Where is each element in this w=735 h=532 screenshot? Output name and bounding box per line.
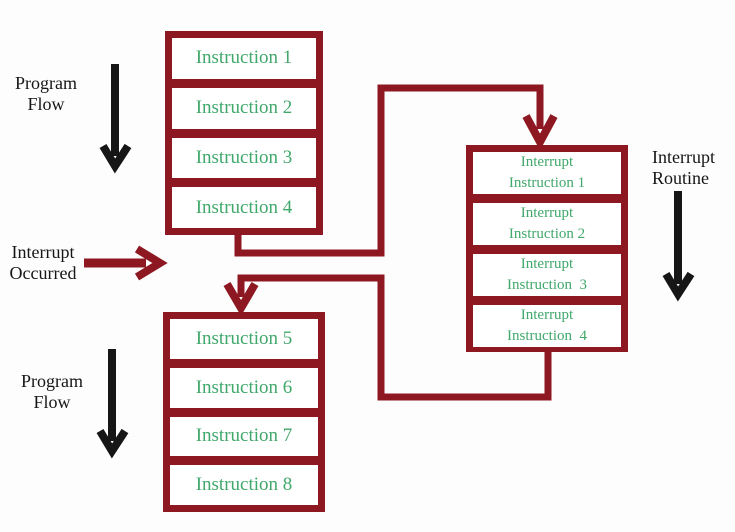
- program-flow-bottom-label: Program Flow: [21, 371, 83, 413]
- interrupt-instruction-cell: Interrupt Instruction 1: [473, 152, 621, 194]
- instruction-cell: Instruction 8: [170, 465, 318, 505]
- interrupt-instruction-cell: Interrupt Instruction 4: [473, 305, 621, 347]
- interrupt-instruction-block: Interrupt Instruction 1 Interrupt Instru…: [466, 145, 628, 352]
- program-flow-bottom-arrow-icon: [96, 349, 129, 459]
- instruction-cell: Instruction 7: [170, 416, 318, 457]
- interrupt-routine-arrow-icon: [662, 191, 695, 302]
- instruction-cell: Instruction 1: [172, 38, 316, 79]
- interrupt-occurred-label: Interrupt Occurred: [9, 242, 77, 284]
- main-instruction-block-top: Instruction 1 Instruction 2 Instruction …: [165, 31, 323, 235]
- instruction-cell: Instruction 2: [172, 87, 316, 129]
- down-arrowhead-icon: [662, 271, 695, 302]
- down-arrowhead-icon: [223, 281, 259, 316]
- program-flow-top-arrow-icon: [99, 64, 132, 174]
- instruction-cell: Instruction 6: [170, 367, 318, 408]
- program-flow-top-label: Program Flow: [15, 73, 77, 115]
- instruction-cell: Instruction 4: [172, 187, 316, 228]
- instruction-cell: Instruction 3: [172, 137, 316, 179]
- main-instruction-block-bottom: Instruction 5 Instruction 6 Instruction …: [163, 312, 325, 512]
- interrupt-instruction-cell: Interrupt Instruction 2: [473, 203, 621, 245]
- down-arrowhead-icon: [522, 114, 558, 151]
- interrupt-occurred-arrow-icon: [84, 245, 168, 281]
- interrupt-routine-label: Interrupt Routine: [652, 147, 715, 189]
- interrupt-instruction-cell: Interrupt Instruction 3: [473, 254, 621, 296]
- instruction-cell: Instruction 5: [170, 319, 318, 359]
- down-arrowhead-icon: [99, 143, 132, 174]
- down-arrowhead-icon: [96, 428, 129, 459]
- right-arrowhead-icon: [134, 245, 168, 281]
